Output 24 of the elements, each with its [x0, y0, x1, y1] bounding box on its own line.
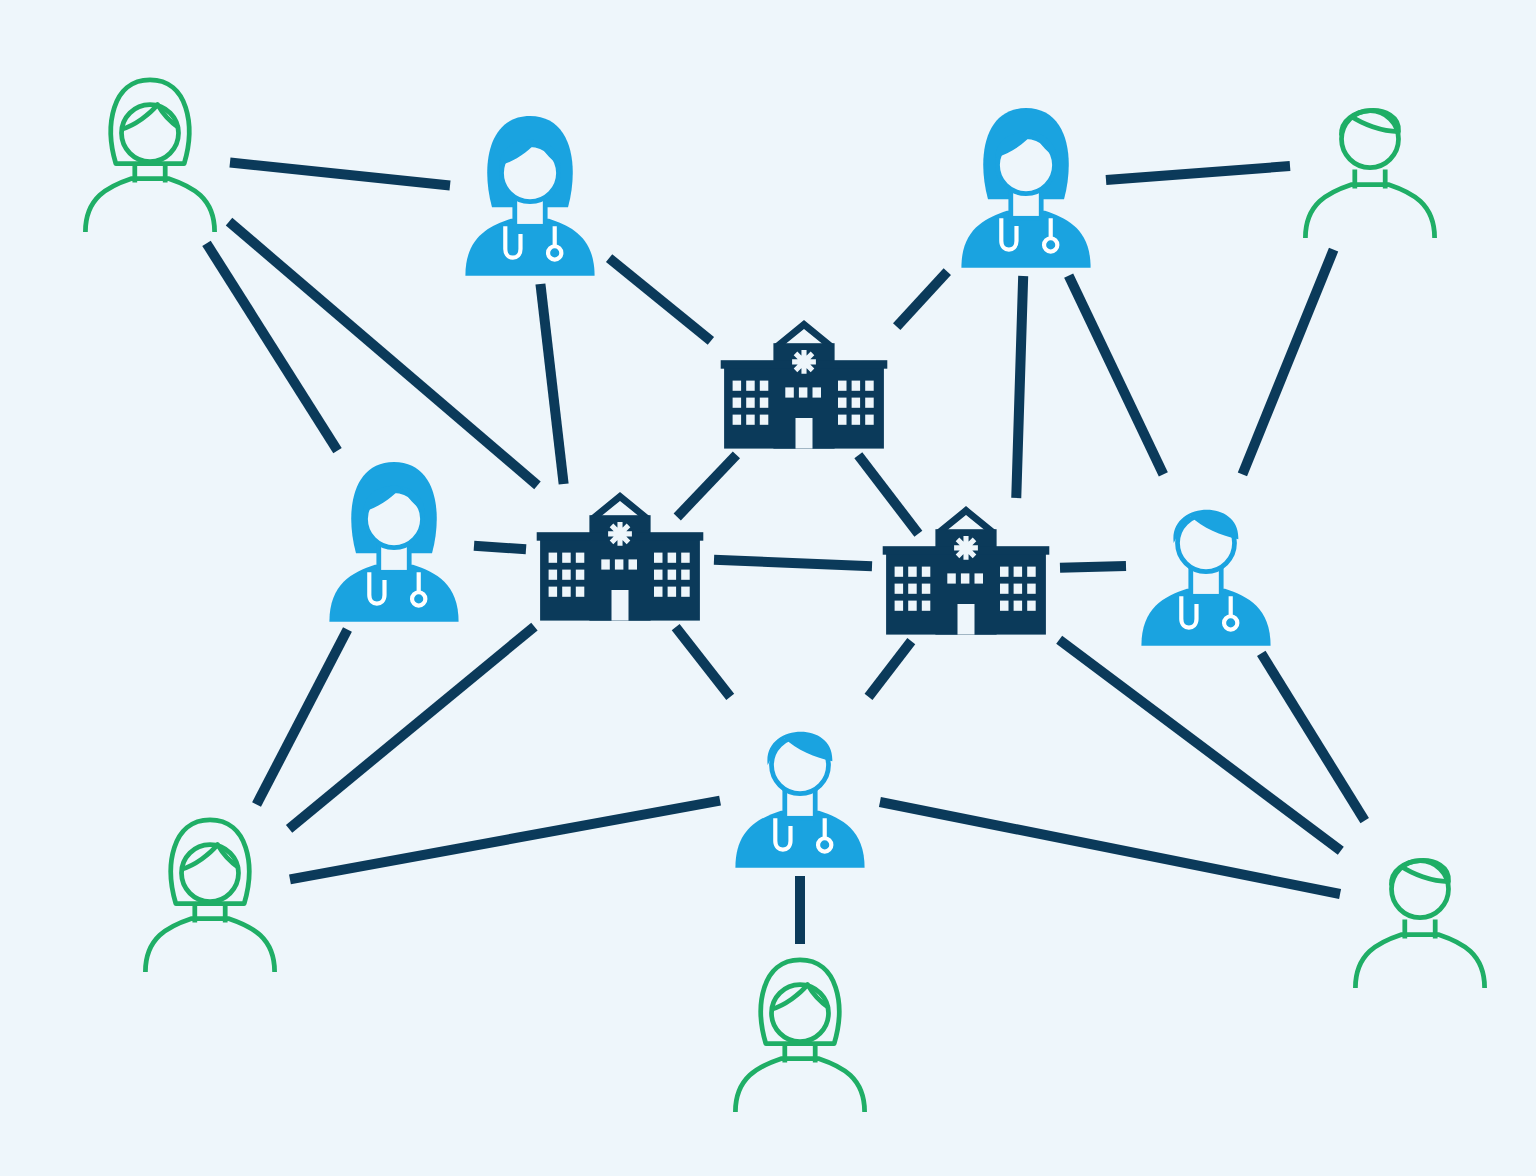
connector-line	[252, 627, 352, 807]
connector-line	[864, 638, 916, 700]
connector-line	[1059, 561, 1127, 573]
connector-line	[878, 797, 1342, 899]
connector-line	[1064, 273, 1168, 477]
connector-line	[713, 554, 873, 572]
connector-line	[535, 283, 569, 485]
connector-line	[605, 254, 715, 345]
connector-line	[225, 217, 541, 490]
connector-line	[1257, 650, 1369, 824]
connector-line	[893, 268, 951, 331]
connector-line	[289, 795, 721, 885]
connector-line	[673, 451, 740, 521]
connector-line	[1237, 247, 1339, 477]
connector-line	[671, 624, 735, 700]
connector-line	[285, 622, 538, 833]
connector-line	[229, 157, 451, 191]
connector-line	[854, 452, 923, 537]
connector-line	[1056, 635, 1344, 855]
connector-line	[1105, 161, 1291, 185]
connector-line	[202, 240, 342, 454]
connector-line	[473, 540, 527, 555]
connector-line	[1011, 275, 1029, 499]
connector-line	[795, 876, 805, 944]
